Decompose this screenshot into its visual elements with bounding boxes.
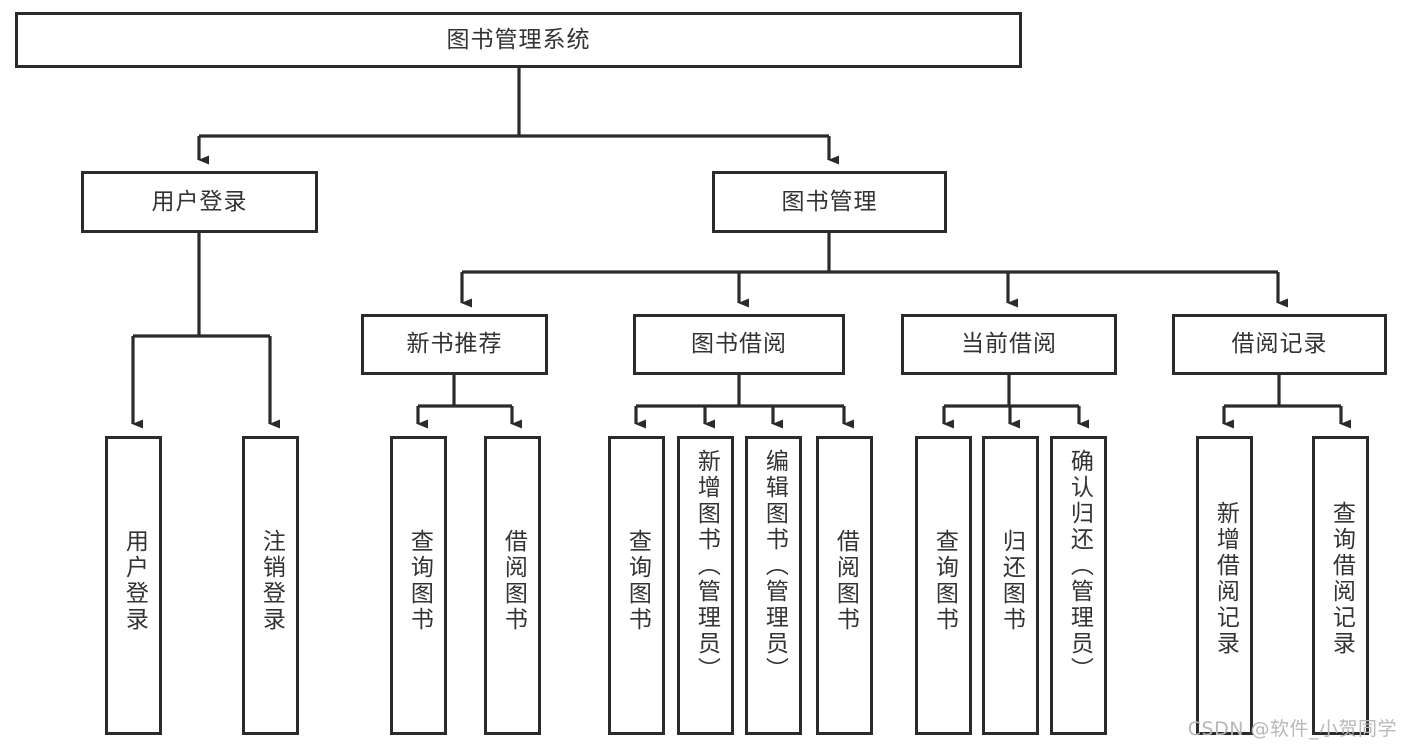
leaf-label: 借阅图书 (500, 529, 527, 633)
node-current-borrow[interactable]: 当前借阅 (901, 314, 1117, 375)
node-user-login-label: 用户登录 (151, 188, 248, 215)
leaf-label: 编辑图书（管理员） (761, 449, 788, 683)
leaf-label: 确认归还（管理员） (1066, 449, 1093, 683)
leaf-current-borrow-confirm[interactable]: 确认归还（管理员） (1050, 436, 1107, 735)
node-new-book-recommend[interactable]: 新书推荐 (361, 314, 548, 375)
leaf-label: 借阅图书 (832, 529, 859, 633)
leaf-new-book-borrow[interactable]: 借阅图书 (484, 436, 541, 735)
node-book-borrow-label: 图书借阅 (691, 331, 787, 358)
node-book-borrow[interactable]: 图书借阅 (633, 314, 845, 375)
leaf-book-borrow-query[interactable]: 查询图书 (608, 436, 665, 735)
node-book-management-label: 图书管理 (781, 188, 878, 215)
leaf-borrow-record-add[interactable]: 新增借阅记录 (1196, 436, 1253, 735)
leaf-book-borrow-edit[interactable]: 编辑图书（管理员） (745, 436, 802, 735)
leaf-current-borrow-query[interactable]: 查询图书 (915, 436, 972, 735)
leaf-user-login-logout[interactable]: 注销登录 (242, 436, 299, 735)
node-book-management[interactable]: 图书管理 (712, 171, 947, 233)
leaf-user-login-login[interactable]: 用户登录 (105, 436, 162, 735)
leaf-label: 归还图书 (998, 529, 1025, 633)
node-root-label: 图书管理系统 (446, 26, 591, 53)
node-borrow-record[interactable]: 借阅记录 (1172, 314, 1387, 375)
node-new-book-recommend-label: 新书推荐 (406, 331, 503, 358)
leaf-new-book-query[interactable]: 查询图书 (390, 436, 447, 735)
leaf-borrow-record-query[interactable]: 查询借阅记录 (1312, 436, 1369, 735)
leaf-book-borrow-borrow[interactable]: 借阅图书 (816, 436, 873, 735)
leaf-label: 用户登录 (121, 529, 148, 633)
node-borrow-record-label: 借阅记录 (1231, 331, 1328, 358)
leaf-book-borrow-add[interactable]: 新增图书（管理员） (677, 436, 734, 735)
leaf-label: 新增借阅记录 (1212, 501, 1239, 657)
leaf-current-borrow-return[interactable]: 归还图书 (982, 436, 1039, 735)
watermark: CSDN @软件_小贺同学 (1187, 718, 1397, 740)
node-current-borrow-label: 当前借阅 (961, 331, 1057, 358)
leaf-label: 查询借阅记录 (1328, 501, 1355, 657)
leaf-label: 查询图书 (931, 529, 958, 633)
node-user-login[interactable]: 用户登录 (81, 171, 318, 233)
leaf-label: 注销登录 (258, 529, 285, 633)
node-root[interactable]: 图书管理系统 (15, 12, 1022, 68)
leaf-label: 新增图书（管理员） (693, 449, 720, 683)
leaf-label: 查询图书 (406, 529, 433, 633)
leaf-label: 查询图书 (624, 529, 651, 633)
